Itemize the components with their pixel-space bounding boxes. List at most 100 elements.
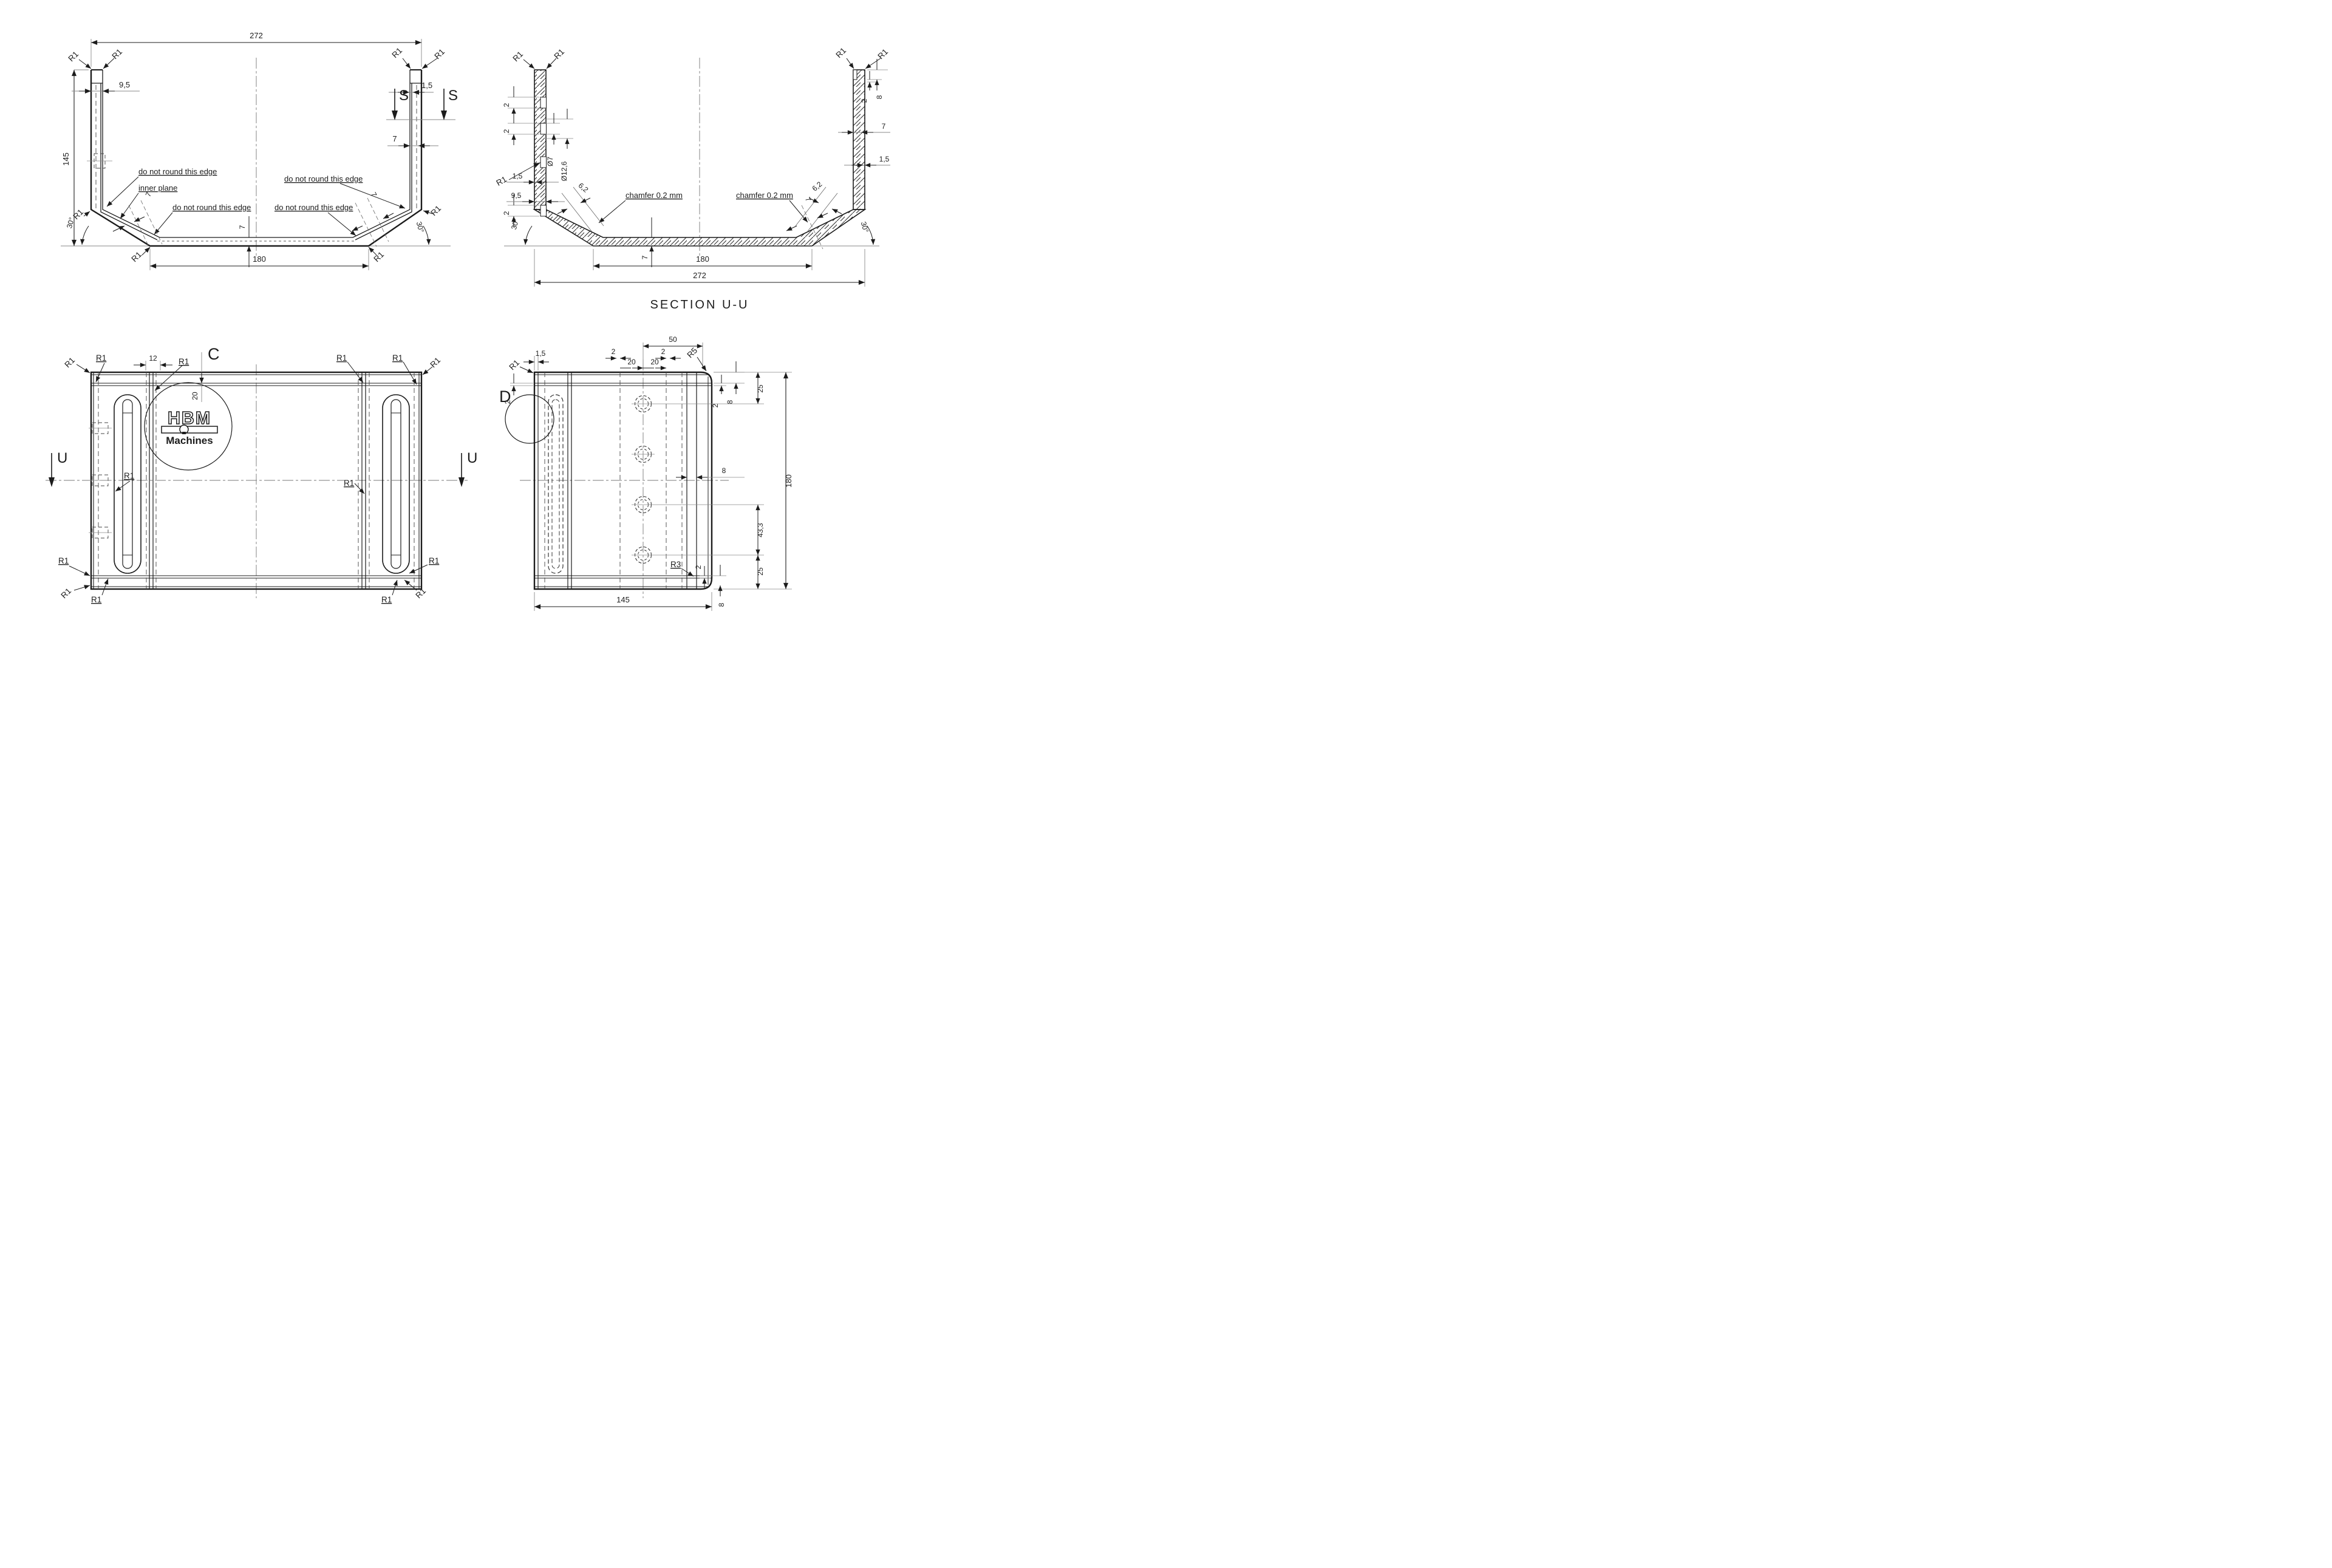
- section-dims-left-bottom: 1,5 9,5: [506, 172, 565, 204]
- section-letter-s: S: [399, 87, 409, 104]
- side-dims-right: 8 2 25 8 43,3 25 180: [655, 361, 793, 590]
- detail-letter-c: C: [208, 345, 220, 363]
- note-chamfer: chamfer 0.2 mm: [626, 191, 683, 200]
- dim-30deg: 30°: [510, 217, 520, 230]
- r1-label: R1: [507, 358, 521, 372]
- dim-8: 8: [717, 602, 726, 607]
- dim-30deg: 30°: [65, 216, 76, 229]
- section-letter-u: U: [467, 450, 478, 466]
- dim-15: 1,5: [513, 172, 523, 180]
- r1-label: R1: [429, 556, 439, 565]
- detail-circle-c: C HBM Machines: [144, 345, 233, 471]
- section-r1-top: R1 R1 R1 R1: [511, 46, 890, 69]
- r1-label: R1: [58, 556, 69, 565]
- dim-2: 2: [502, 211, 511, 215]
- section-dims-2-left: 2 2 2 R1: [495, 86, 540, 227]
- dim-2: 2: [661, 347, 666, 356]
- dim-145: 145: [616, 595, 630, 604]
- r3-label: R3: [670, 560, 681, 569]
- section-counterbores: [540, 69, 857, 217]
- section-letter-s: S: [448, 87, 459, 104]
- section-title: SECTION U-U: [650, 298, 749, 312]
- dim-95: 9,5: [119, 80, 130, 89]
- note-chamfer: chamfer 0.2 mm: [736, 191, 793, 200]
- dim-7-slope: 7: [803, 196, 813, 203]
- side-view: D 1,5 R1 2 50 2 2 20: [499, 335, 793, 611]
- note-no-round: do not round this edge: [172, 203, 251, 212]
- dim-20: 20: [650, 358, 659, 366]
- r1-label: R1: [129, 250, 143, 264]
- dim-15: 1,5: [421, 81, 432, 90]
- dim-30deg: 30°: [415, 220, 426, 233]
- plan-dims-top: 12 20: [134, 352, 204, 402]
- side-holes: [632, 395, 655, 564]
- r1-label: R1: [66, 49, 80, 63]
- dim-2: 2: [502, 103, 511, 107]
- front-notes-left: do not round this edge inner plane do no…: [106, 167, 251, 235]
- hole: [632, 445, 655, 463]
- dim-50: 50: [669, 335, 677, 344]
- section-dims-right: 8 2 7 1,5: [838, 59, 890, 168]
- front-view: 272 145 9,5 1,5 S S: [61, 31, 459, 270]
- r1-label: R1: [834, 46, 848, 60]
- front-dim-skin-15: 1,5: [389, 81, 434, 95]
- dim-8: 8: [722, 466, 726, 475]
- front-dim-height: 145: [61, 69, 91, 247]
- front-bottom-dims: 7 30° 7 30° R1 R1 R1 R1 7 180: [65, 191, 443, 270]
- dim-8: 8: [726, 400, 734, 404]
- r1-label: R1: [432, 47, 446, 61]
- section-view: R1 R1 R1 R1 2 2 2 R1 Ø7 Ø12,6: [495, 46, 890, 312]
- dim-15: 1,5: [879, 155, 890, 163]
- dim-2: 2: [503, 400, 512, 404]
- r1-label: R1: [91, 595, 101, 604]
- r1-label: R1: [344, 479, 354, 488]
- dim-62: 6,2: [811, 180, 824, 193]
- dim-25: 25: [756, 567, 765, 576]
- logo-machines: Machines: [166, 435, 213, 446]
- dim-2: 2: [860, 98, 868, 103]
- r5-label: R5: [685, 346, 699, 360]
- section-letter-u: U: [57, 450, 68, 466]
- dim-95: 9,5: [511, 191, 522, 200]
- hole: [632, 496, 655, 514]
- side-hidden-slot: [548, 394, 564, 574]
- r1-label: R1: [392, 353, 403, 363]
- dim-7: 7: [882, 122, 886, 131]
- dim-7: 7: [392, 134, 397, 143]
- r1-label: R1: [179, 357, 189, 366]
- dim-180: 180: [253, 254, 266, 264]
- section-cut-S: S S: [386, 87, 459, 120]
- plan-slots: [114, 394, 410, 574]
- dim-dia126: Ø12,6: [560, 161, 568, 181]
- side-dims-bottom: 2 8 R3 145: [534, 560, 726, 611]
- plan-view: U U C HBM Machines 12 20: [46, 345, 478, 604]
- dim-7-base: 7: [238, 225, 247, 229]
- front-notes-right: do not round this edge do not round this…: [274, 174, 406, 236]
- hbm-logo: HBM Machines: [161, 408, 218, 446]
- dim-145: 145: [61, 152, 70, 166]
- r1-label: R1: [381, 595, 392, 604]
- plan-hidden-holes: [89, 422, 112, 539]
- cad-canvas: 272 145 9,5 1,5 S S: [46, 31, 890, 611]
- front-dim-overall-width: 272: [90, 31, 422, 67]
- r1-label: R1: [63, 355, 77, 369]
- hole: [632, 395, 655, 413]
- dim-272: 272: [693, 271, 706, 280]
- hole: [632, 546, 655, 564]
- front-dim-wall-95: 9,5: [72, 80, 140, 94]
- r1-label: R1: [552, 47, 566, 61]
- r1-label: R1: [336, 353, 347, 363]
- dim-12: 12: [149, 354, 157, 363]
- dim-2: 2: [711, 403, 720, 407]
- logo-hbm: HBM: [168, 409, 211, 428]
- dim-180: 180: [784, 474, 793, 488]
- front-dim-wall-7: 7: [387, 134, 438, 149]
- note-no-round: do not round this edge: [274, 203, 353, 212]
- section-chamfer-notes: chamfer 0.2 mm chamfer 0.2 mm: [598, 191, 808, 223]
- plan-r1-labels: R1 R1 R1 R1 R1 R1 R1 R1 R1 R1 R1 R1 R1: [58, 353, 442, 604]
- dim-2: 2: [612, 347, 616, 356]
- section-angles: 30° 30° 7: [510, 196, 876, 250]
- detail-circle-d: D: [499, 387, 554, 444]
- dim-7-base: 7: [641, 255, 649, 259]
- r1-label: R1: [372, 250, 386, 264]
